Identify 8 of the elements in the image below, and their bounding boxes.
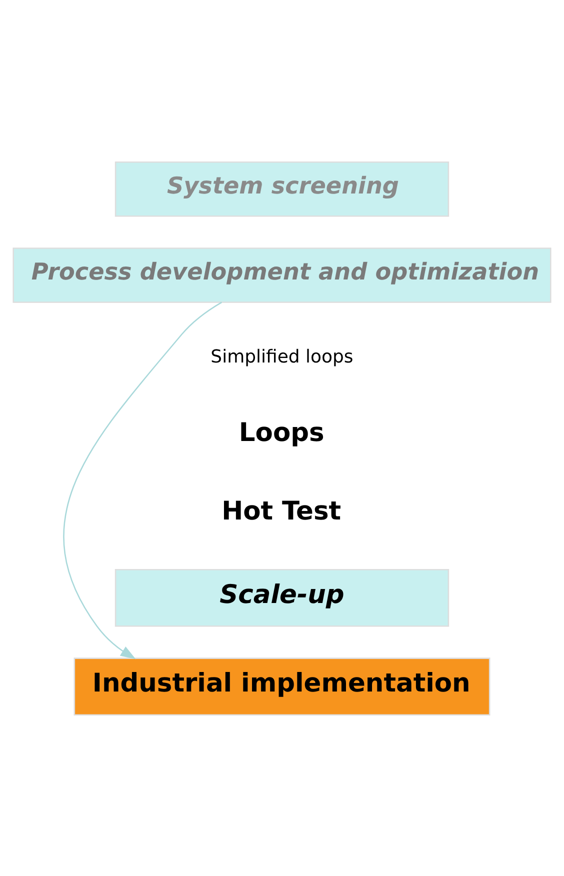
label: Hot Test bbox=[222, 496, 342, 526]
label: Simplified loops bbox=[210, 346, 354, 367]
node-box: System screening bbox=[114, 161, 450, 216]
node-box: Process development and optimization bbox=[12, 247, 552, 302]
node-box: Industrial implementation bbox=[74, 657, 490, 715]
node-box: Scale-up bbox=[114, 568, 450, 626]
arrow bbox=[64, 301, 222, 659]
label: Loops bbox=[238, 418, 324, 448]
